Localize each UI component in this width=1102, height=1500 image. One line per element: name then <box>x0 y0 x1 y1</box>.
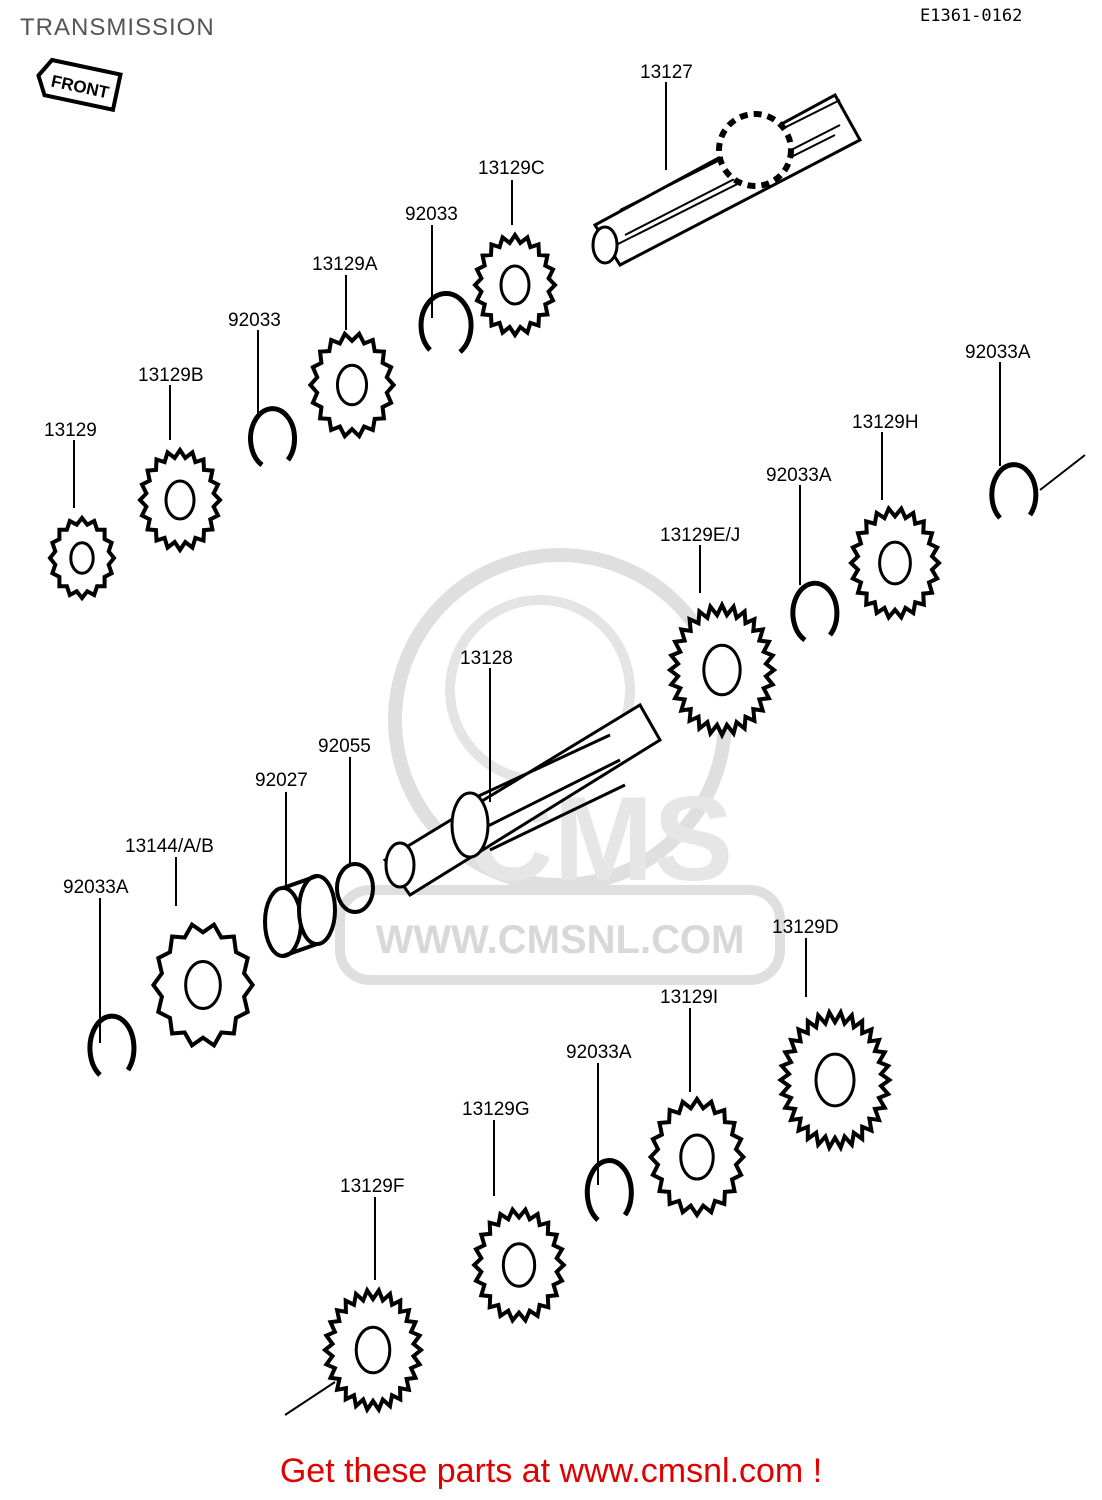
output-shaft <box>591 92 863 267</box>
circlip-92033a-left <box>87 1013 137 1077</box>
label-13129g: 13129G <box>462 1099 530 1120</box>
part-labels: 13127 13129C 92033 13129A 92033 13129B 1… <box>44 62 1031 1197</box>
label-13129i: 13129I <box>660 987 718 1008</box>
circlip-92033a-low <box>584 1158 634 1222</box>
label-13129h: 13129H <box>852 412 919 433</box>
gear-13129b <box>137 446 223 554</box>
gear-13129 <box>47 514 117 602</box>
leader-lines <box>73 82 1001 1280</box>
sprocket-13144ab <box>150 921 256 1049</box>
drive-shaft <box>382 702 663 898</box>
label-92033a-right: 92033A <box>965 342 1031 363</box>
gear-13129g <box>471 1205 567 1325</box>
label-92027: 92027 <box>255 770 308 791</box>
gear-13129i <box>647 1095 747 1219</box>
label-92033a-mid: 92033A <box>766 465 832 486</box>
label-13129d: 13129D <box>772 917 839 938</box>
label-13129: 13129 <box>44 420 97 441</box>
gear-13129h <box>848 504 942 622</box>
label-13129f: 13129F <box>340 1176 404 1197</box>
collar-92027 <box>263 874 337 958</box>
label-13127: 13127 <box>640 62 693 83</box>
front-direction-badge: FRONT <box>36 57 123 113</box>
label-92033: 92033 <box>228 310 281 331</box>
label-13129ej: 13129E/J <box>660 525 740 546</box>
page-title: TRANSMISSION <box>20 14 215 41</box>
label-92033a-low: 92033A <box>566 1042 632 1063</box>
watermark-url: WWW.CMSNL.COM <box>375 918 745 962</box>
axis-arrow-right <box>1039 454 1086 491</box>
diagram-code: E1361-0162 <box>920 6 1023 26</box>
label-13128: 13128 <box>460 648 513 669</box>
label-92033a-left: 92033A <box>63 877 129 898</box>
gear-13129ej <box>666 600 778 740</box>
gear-13129d <box>777 1007 893 1153</box>
label-13129c: 13129C <box>478 158 545 179</box>
footer-link-text[interactable]: Get these parts at www.cmsnl.com ! <box>279 1452 823 1490</box>
label-92033-top: 92033 <box>405 204 458 225</box>
o-ring-92055 <box>335 862 375 914</box>
label-13144ab: 13144/A/B <box>125 836 214 857</box>
circlip-92033-top <box>418 290 474 354</box>
label-92055: 92055 <box>318 736 371 757</box>
axis-arrow-left <box>284 1381 336 1416</box>
gear-13129c <box>472 231 558 339</box>
label-13129a: 13129A <box>312 254 378 275</box>
gear-13129a <box>307 330 397 440</box>
circlip-92033a-mid <box>790 580 840 643</box>
gear-13129f <box>321 1286 425 1414</box>
circlip-92033a-right <box>989 462 1039 520</box>
circlip-92033 <box>248 406 298 468</box>
label-13129b: 13129B <box>138 365 204 386</box>
